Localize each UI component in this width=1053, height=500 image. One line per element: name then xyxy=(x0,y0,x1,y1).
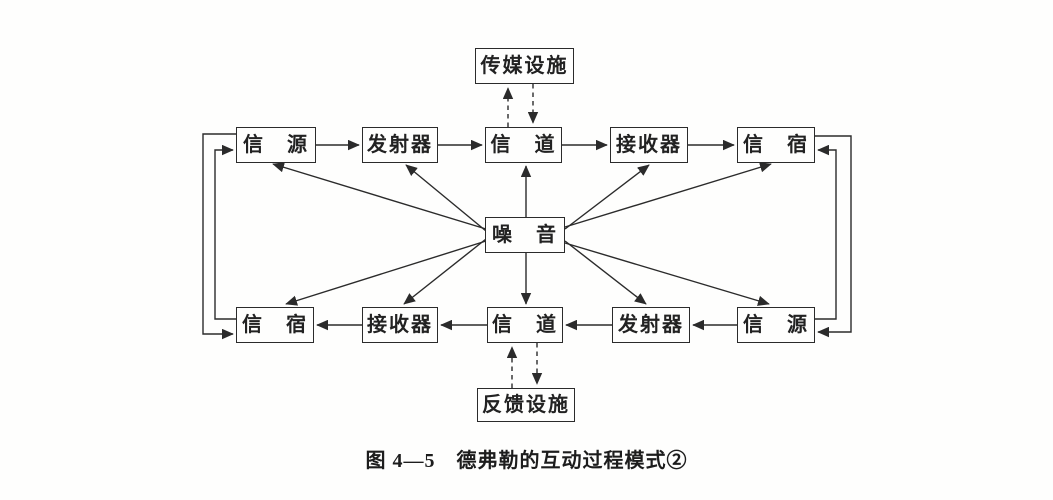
noise-to-receiver-bottom xyxy=(403,238,487,305)
loop-source-top-to-destination-bottom xyxy=(202,133,236,340)
node-source-bottom: 信 源 xyxy=(737,307,815,343)
noise-to-receiver-top xyxy=(564,164,650,230)
node-destination-top: 信 宿 xyxy=(737,127,815,163)
figure-caption: 图 4—5 德弗勒的互动过程模式② xyxy=(365,450,688,472)
loop-source-bottom-to-destination-top xyxy=(815,144,837,320)
node-receiver-bottom: 接收器 xyxy=(362,307,438,343)
noise-to-source-top xyxy=(272,162,487,230)
loop-destination-top-to-source-bottom xyxy=(815,135,852,338)
noise-to-transmitter-top xyxy=(405,164,487,232)
node-media-facility: 传媒设施 xyxy=(475,48,574,84)
left-loop-lines xyxy=(202,133,236,340)
node-transmitter-top: 发射器 xyxy=(362,127,438,163)
noise-arrows xyxy=(272,162,772,306)
noise-to-source-bottom xyxy=(564,242,770,306)
noise-to-destination-bottom xyxy=(285,240,487,306)
loop-destination-bottom-to-source-top xyxy=(214,144,236,320)
node-destination-bottom: 信 宿 xyxy=(236,307,314,343)
node-feedback-facility: 反馈设施 xyxy=(477,388,575,422)
noise-to-transmitter-bottom xyxy=(564,240,647,305)
right-loop-lines xyxy=(815,135,852,338)
noise-to-destination-top xyxy=(564,162,772,228)
node-channel-top: 信 道 xyxy=(485,127,562,163)
node-receiver-top: 接收器 xyxy=(610,127,688,163)
node-noise: 噪 音 xyxy=(485,217,565,253)
media-dashed-arrows xyxy=(502,84,539,127)
feedback-dashed-arrows xyxy=(506,343,543,388)
node-source-top: 信 源 xyxy=(236,127,316,163)
node-transmitter-bottom: 发射器 xyxy=(612,307,690,343)
node-channel-bottom: 信 道 xyxy=(487,307,563,343)
